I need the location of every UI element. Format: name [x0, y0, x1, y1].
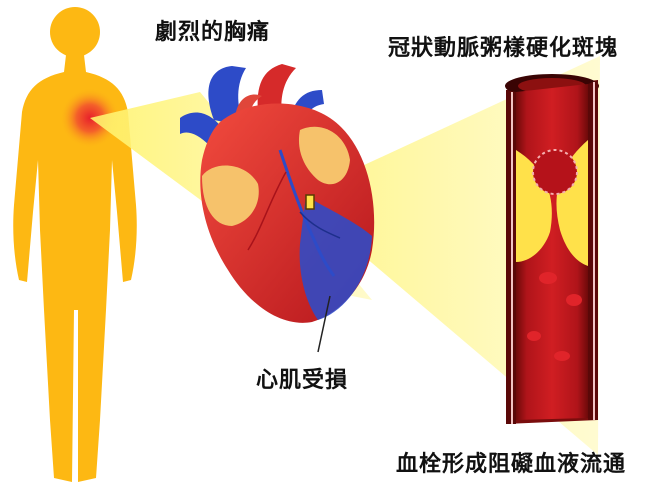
myocardium-label: 心肌受損: [256, 362, 348, 394]
blockage-marker: [306, 195, 314, 209]
thrombus-clot: [533, 150, 577, 194]
thrombus-label: 血栓形成阻礙血液流通: [396, 446, 626, 478]
plaque-label: 冠狀動脈粥樣硬化斑塊: [388, 30, 618, 62]
artery-cross-section: [505, 74, 599, 424]
chest-pain-label: 劇烈的胸痛: [155, 14, 270, 46]
human-silhouette: [13, 7, 137, 482]
heart-illustration: [180, 64, 374, 323]
